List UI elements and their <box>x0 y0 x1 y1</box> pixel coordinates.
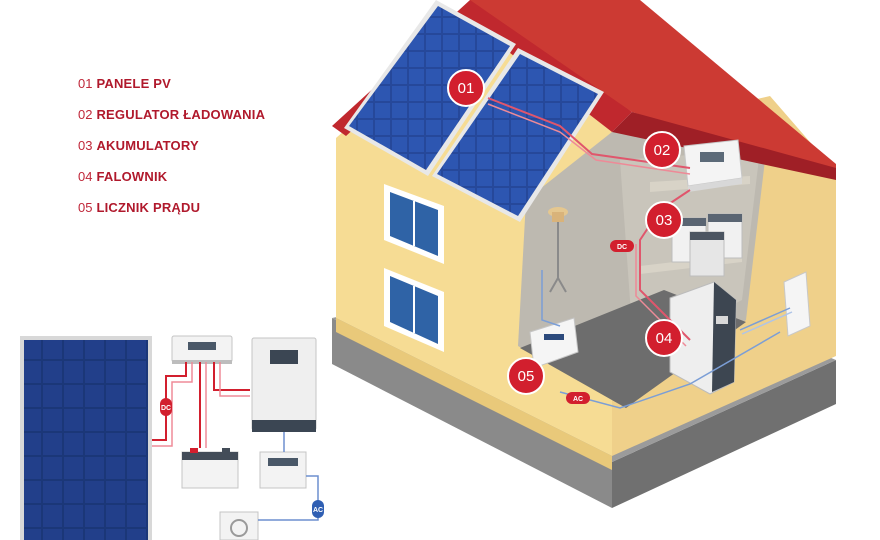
legend-number: 03 <box>78 138 93 153</box>
legend-number: 01 <box>78 76 93 91</box>
schematic-battery <box>181 448 239 489</box>
schematic-solar-panel <box>20 336 152 540</box>
house-windows <box>384 184 444 352</box>
svg-text:01: 01 <box>458 80 475 97</box>
system-schematic: DC AC <box>20 335 324 540</box>
legend-number: 05 <box>78 200 93 215</box>
svg-text:DC: DC <box>617 244 627 251</box>
svg-text:DC: DC <box>161 405 171 412</box>
svg-text:03: 03 <box>656 212 673 229</box>
legend-number: 04 <box>78 169 93 184</box>
outdoor-meter-box <box>783 271 811 337</box>
house-wiring <box>487 97 793 409</box>
marker-02: 02 <box>643 131 681 169</box>
legend-label: AKUMULATORY <box>96 138 199 153</box>
marker-05: 05 <box>507 357 545 395</box>
legend-label: PANELE PV <box>96 76 171 91</box>
roof-solar-panels <box>344 0 604 222</box>
marker-03: 03 <box>645 201 683 239</box>
legend-label: FALOWNIK <box>96 169 168 184</box>
house-ac-tag: AC <box>566 392 590 404</box>
legend-label: LICZNIK PRĄDU <box>96 200 201 215</box>
schematic-charge-controller <box>171 335 233 364</box>
schematic-socket <box>219 511 259 540</box>
marker-01: 01 <box>447 69 485 107</box>
house: DC AC 01 02 03 04 05 <box>332 0 836 508</box>
svg-text:AC: AC <box>313 507 323 514</box>
schematic-inverter <box>251 337 317 432</box>
svg-text:AC: AC <box>573 396 583 403</box>
house-dc-tag: DC <box>610 240 634 252</box>
legend-label: REGULATOR ŁADOWANIA <box>96 107 266 122</box>
svg-text:04: 04 <box>656 330 673 347</box>
legend-number: 02 <box>78 107 93 122</box>
svg-text:05: 05 <box>518 368 535 385</box>
svg-text:02: 02 <box>654 142 671 159</box>
floor-lamp <box>548 207 568 293</box>
schematic-dc-tag: DC <box>160 398 172 416</box>
inverter-device <box>669 281 737 395</box>
charge-controller-device <box>683 139 743 192</box>
schematic-ac-tag: AC <box>312 500 324 518</box>
schematic-wiring <box>152 362 319 521</box>
schematic-meter <box>259 451 307 489</box>
energy-meter-device <box>529 317 579 369</box>
marker-04: 04 <box>645 319 683 357</box>
